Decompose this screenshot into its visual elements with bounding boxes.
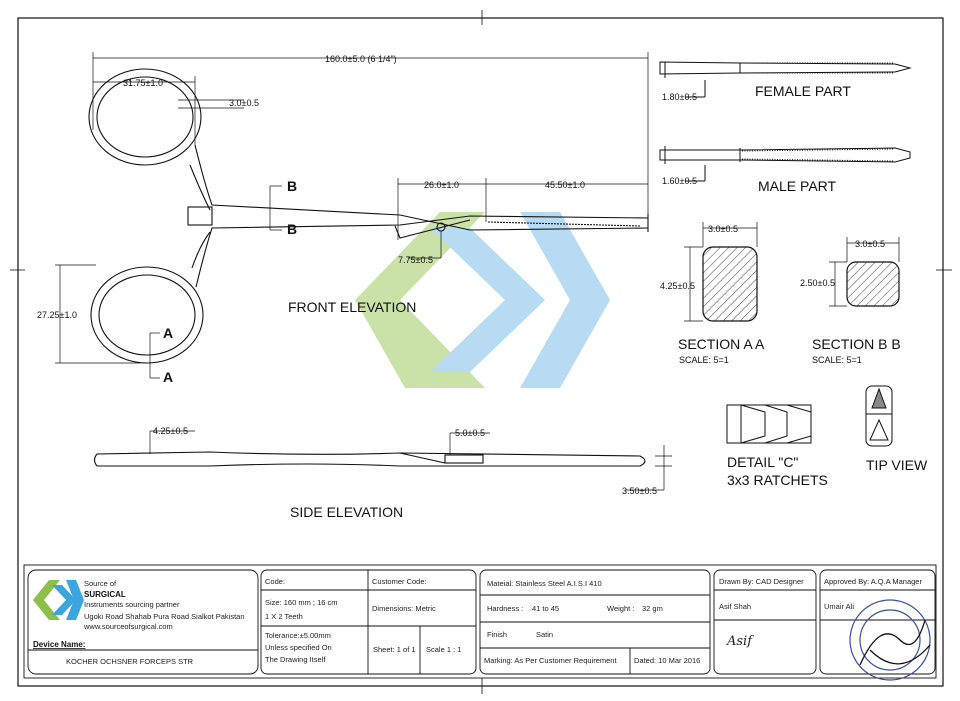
approval-stamp [849, 599, 931, 681]
company-website: www.sourceofsurgical.com [83, 622, 173, 631]
section-mark-a-bottom: A [163, 369, 173, 385]
dim-jaw-serration: 26.0±1.0 [424, 180, 459, 190]
detail-c-drawing [726, 404, 812, 444]
approved-by-name: Umair Ali [824, 602, 854, 611]
dim-female: 1.80±0.5 [662, 92, 697, 102]
drawn-by-label: Drawn By: CAD Designer [719, 577, 804, 586]
dim-male: 1.60±0.5 [662, 176, 697, 186]
section-bb-scale: SCALE: 5=1 [812, 355, 862, 365]
section-aa-scale: SCALE: 5=1 [679, 355, 729, 365]
tolerance-line1: Tolerance:±5.00mm [265, 631, 331, 640]
date-value: Dated: 10 Mar 2016 [634, 656, 700, 665]
title-block-frame [23, 564, 937, 679]
device-name-value: KOCHER OCHSNER FORCEPS STR [66, 657, 194, 666]
device-name-label: Device Name: [33, 640, 85, 649]
company-tagline: Instruments sourcing partner [84, 600, 180, 609]
watermark-logo [355, 212, 610, 388]
dim-side-ring: 4.25±0.5 [153, 426, 188, 436]
section-bb-label: SECTION B B [812, 336, 901, 352]
section-mark-b-bottom: B [287, 221, 297, 237]
hardness-value: 41 to 45 [532, 604, 559, 613]
weight-label: Weight : [607, 604, 634, 613]
drawn-by-signature: Asif [726, 634, 754, 649]
front-elevation-drawing [88, 68, 649, 364]
marking-value: Marking: As Per Customer Requirement [484, 656, 617, 665]
company-line1: Source of [84, 579, 117, 588]
section-bb-shape [846, 261, 900, 307]
dim-section-a-width: 3.0±0.5 [708, 224, 738, 234]
dim-box-offset: 7.75±0.5 [398, 255, 433, 265]
dim-section-a-height: 4.25±0.5 [660, 281, 695, 291]
drawing-border [17, 17, 944, 687]
dim-ring-width: 31.75±1.0 [123, 78, 163, 88]
material-value: Mateial: Stainless Steel A.I.S.I 410 [487, 579, 602, 588]
section-mark-a-top: A [163, 325, 173, 341]
dim-ring-height: 27.25±1.0 [37, 310, 77, 320]
female-part-drawing [659, 61, 912, 98]
sheet-value: Sheet: 1 of 1 [373, 645, 416, 654]
front-dimension-lines [55, 52, 649, 379]
drawn-by-name: Asif Shah [719, 602, 751, 611]
teeth-value: 1 X 2 Teeth [265, 612, 303, 621]
weight-value: 32 gm [642, 604, 663, 613]
ratchets-label: 3x3 RATCHETS [727, 472, 828, 488]
border-center-ticks [10, 10, 952, 694]
dim-jaw-length: 45.50±1.0 [545, 180, 585, 190]
company-line2: SURGICAL [84, 590, 126, 599]
male-part-label: MALE PART [758, 178, 837, 194]
tip-view-drawing [865, 385, 893, 447]
code-label: Code: [265, 577, 285, 586]
section-aa-label: SECTION A A [678, 336, 765, 352]
tolerance-line3: The Drawing Itself [265, 655, 326, 664]
dim-side-box: 5.0±0.5 [455, 428, 485, 438]
detail-c-label: DETAIL "C" [727, 454, 798, 470]
side-elevation-drawing [93, 451, 646, 467]
dimensions-unit: Dimensions: Metric [372, 604, 436, 613]
dim-section-b-width: 3.0±0.5 [855, 239, 885, 249]
size-value: Size: 160 mm ; 16 cm [265, 598, 338, 607]
hardness-label: Hardness : [487, 604, 523, 613]
dim-overall-length: 160.0±5.0 (6 1/4") [325, 54, 397, 64]
side-dimension-lines [149, 430, 672, 491]
female-part-label: FEMALE PART [755, 83, 851, 99]
male-part-drawing [659, 146, 911, 182]
dim-section-b-height: 2.50±0.5 [800, 278, 835, 288]
scale-value: Scale 1 : 1 [426, 645, 461, 654]
approver-signature [859, 619, 931, 666]
dim-side-tip: 3.50±0.5 [622, 486, 657, 496]
tip-view-label: TIP VIEW [866, 457, 928, 473]
side-elevation-label: SIDE ELEVATION [290, 504, 403, 520]
section-aa-shape [702, 246, 758, 322]
finish-value: Satin [536, 630, 553, 639]
approved-by-label: Approved By: A.Q.A Manager [824, 577, 922, 586]
customer-code-label: Customer Code: [372, 577, 427, 586]
front-elevation-label: FRONT ELEVATION [288, 299, 416, 315]
section-dimension-lines [684, 222, 900, 322]
finish-label: Finish [487, 630, 507, 639]
tolerance-line2: Unless specified On [265, 643, 332, 652]
company-logo [33, 580, 84, 620]
section-mark-b-top: B [287, 178, 297, 194]
company-address: Ugoki Road Shahab Pura Road Sialkot Paki… [84, 612, 245, 621]
dim-ring-thickness: 3.0±0.5 [229, 98, 259, 108]
